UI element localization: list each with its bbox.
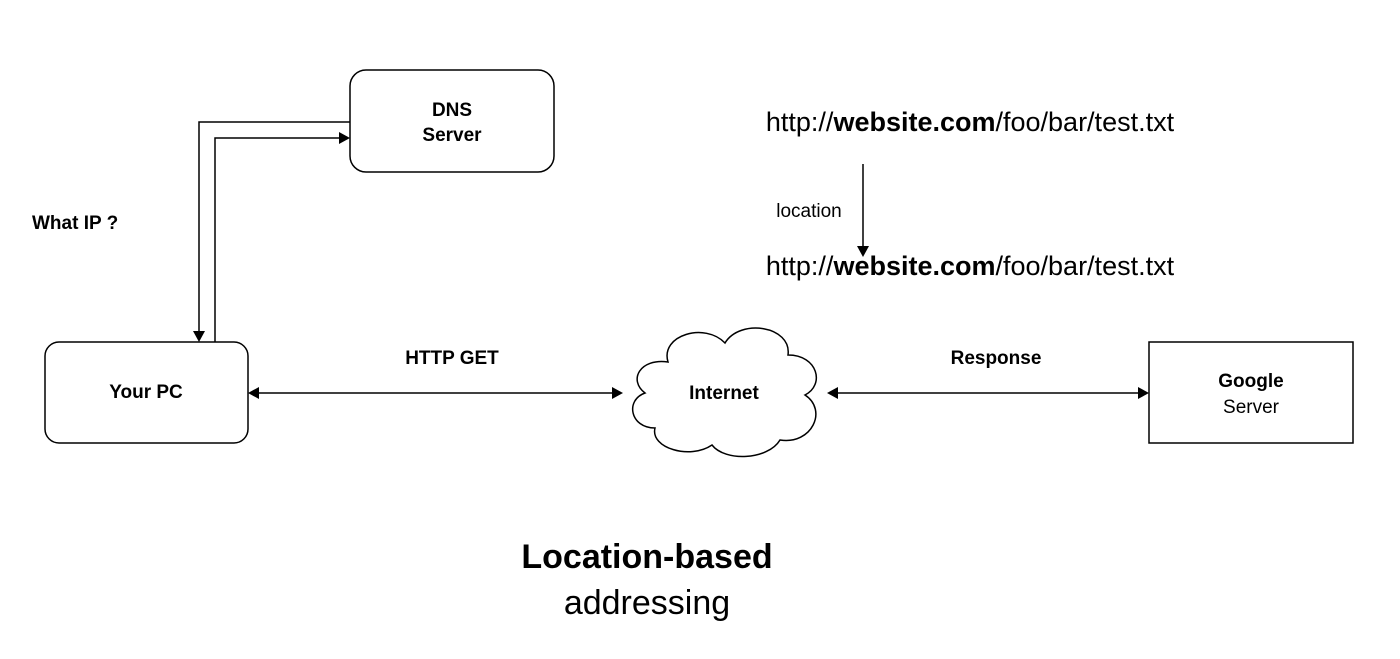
google-server-node[interactable]: Google Server — [1148, 341, 1354, 444]
google-server-label-line2: Server — [1223, 397, 1280, 418]
what-ip-label: What IP ? — [32, 213, 118, 234]
url-top-domain: website.com — [832, 107, 995, 137]
url-top-scheme: http:// — [766, 107, 834, 137]
dns-server-label-line1: DNS — [432, 100, 472, 121]
response-label: Response — [951, 348, 1042, 369]
url-bottom-path: /foo/bar/test.txt — [996, 251, 1175, 281]
location-arrowhead — [857, 246, 869, 257]
url-top-path: /foo/bar/test.txt — [996, 107, 1175, 137]
url-top: http://website.com/foo/bar/test.txt — [766, 107, 1175, 137]
http-get-edge — [248, 387, 623, 399]
url-bottom-domain: website.com — [832, 251, 995, 281]
url-bottom-scheme: http:// — [766, 251, 834, 281]
http-get-arrowhead-left — [248, 387, 259, 399]
your-pc-label: Your PC — [109, 382, 183, 403]
http-get-arrowhead-right — [612, 387, 623, 399]
dns-response-arrowhead — [193, 331, 205, 342]
caption-subtitle: addressing — [564, 584, 730, 622]
response-arrowhead-left — [827, 387, 838, 399]
dns-query-edge — [214, 132, 350, 342]
response-arrowhead-right — [1138, 387, 1149, 399]
location-label: location — [776, 201, 842, 222]
url-bottom: http://website.com/foo/bar/test.txt — [766, 251, 1175, 281]
response-edge — [827, 387, 1149, 399]
dns-server-label-line2: Server — [422, 125, 482, 146]
internet-cloud-node[interactable]: Internet — [631, 327, 818, 458]
internet-label: Internet — [689, 383, 759, 404]
http-get-label: HTTP GET — [405, 348, 499, 369]
dns-server-node[interactable]: DNS Server — [349, 69, 555, 173]
your-pc-node[interactable]: Your PC — [44, 341, 249, 444]
dns-response-edge — [193, 121, 350, 342]
caption-title: Location-based — [521, 538, 772, 576]
dns-query-arrowhead — [339, 132, 350, 144]
location-edge — [857, 164, 869, 257]
google-server-label-line1: Google — [1218, 371, 1283, 392]
